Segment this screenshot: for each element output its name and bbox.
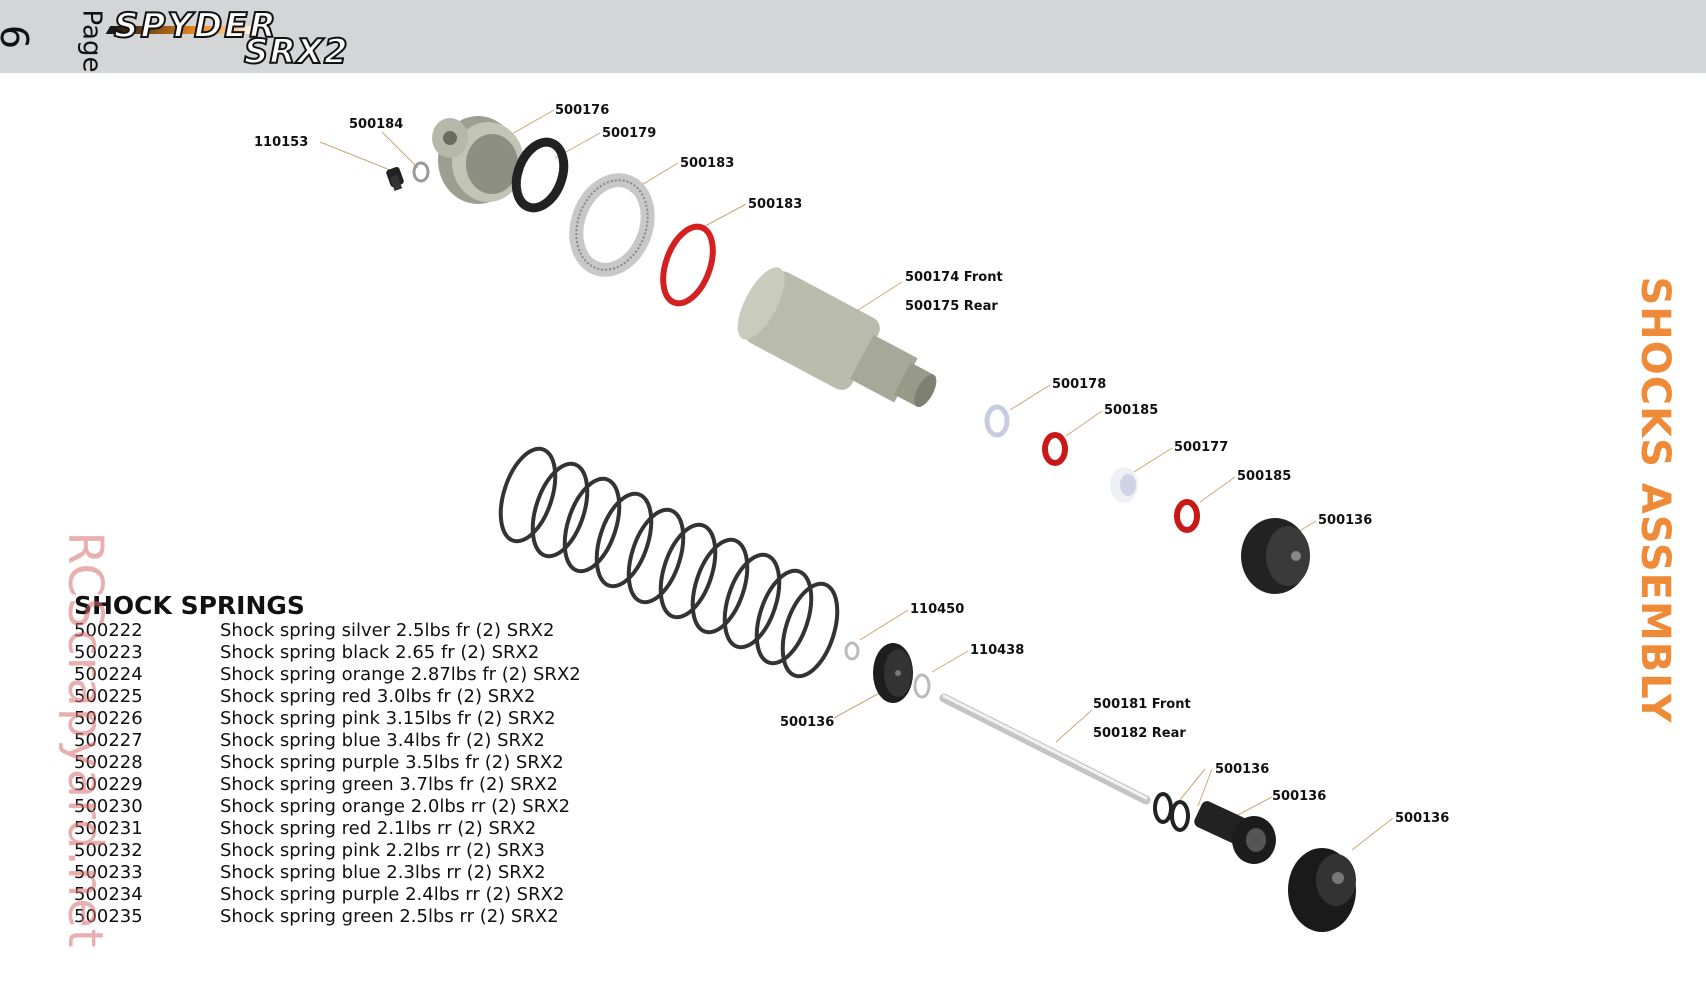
spring-row: 500230 Shock spring orange 2.0lbs rr (2) … xyxy=(74,796,581,818)
spring-description: Shock spring blue 2.3lbs rr (2) SRX2 xyxy=(220,862,546,883)
spring-part-number: 500234 xyxy=(74,884,143,905)
spring-part-number: 500222 xyxy=(74,620,143,641)
spring-row: 500231 Shock spring red 2.1lbs rr (2) SRX… xyxy=(74,818,581,840)
label-110450: 110450 xyxy=(910,602,964,617)
shock-springs-list: SHOCK SPRINGS 500222 Shock spring silver … xyxy=(74,592,581,928)
spring-part-number: 500228 xyxy=(74,752,143,773)
washer-icon xyxy=(412,161,430,183)
spring-row: 500222 Shock spring silver 2.5lbs fr (2) … xyxy=(74,620,581,642)
red-oring-small-icon xyxy=(1042,432,1068,466)
spring-part-number: 500229 xyxy=(74,774,143,795)
seal-spacer-icon xyxy=(1110,467,1138,503)
label-500136-a: 500136 xyxy=(1318,513,1372,528)
shaft-oring-icon xyxy=(1153,792,1173,824)
logo-line1: SPYDER xyxy=(113,5,278,47)
label-500175-rear: 500175 Rear xyxy=(905,299,998,314)
spring-row: 500225 Shock spring red 3.0lbs fr (2) SRX… xyxy=(74,686,581,708)
spring-part-number: 500231 xyxy=(74,818,143,839)
shock-cap-icon xyxy=(432,116,524,204)
spring-part-number: 500232 xyxy=(74,840,143,861)
spring-description: Shock spring blue 3.4lbs fr (2) SRX2 xyxy=(220,730,545,751)
spring-description: Shock spring pink 3.15lbs fr (2) SRX2 xyxy=(220,708,556,729)
spring-row: 500224 Shock spring orange 2.87lbs fr (2)… xyxy=(74,664,581,686)
spring-description: Shock spring black 2.65 fr (2) SRX2 xyxy=(220,642,540,663)
spring-row: 500223 Shock spring black 2.65 fr (2) SRX… xyxy=(74,642,581,664)
red-oring-small-icon xyxy=(1174,499,1200,533)
label-500136-b: 500136 xyxy=(780,715,834,730)
spring-description: Shock spring silver 2.5lbs fr (2) SRX2 xyxy=(220,620,555,641)
spring-part-number: 500233 xyxy=(74,862,143,883)
label-500136-e: 500136 xyxy=(1395,811,1449,826)
label-500178: 500178 xyxy=(1052,377,1106,392)
label-500136-d: 500136 xyxy=(1272,789,1326,804)
header-band xyxy=(0,0,1706,73)
rod-end-icon xyxy=(1194,801,1276,864)
ball-cup-icon xyxy=(1288,848,1356,932)
spring-description: Shock spring red 2.1lbs rr (2) SRX2 xyxy=(220,818,537,839)
spring-description: Shock spring orange 2.87lbs fr (2) SRX2 xyxy=(220,664,581,685)
spring-row: 500233 Shock spring blue 2.3lbs rr (2) SR… xyxy=(74,862,581,884)
spring-description: Shock spring pink 2.2lbs rr (2) SRX3 xyxy=(220,840,545,861)
label-500183-b: 500183 xyxy=(748,197,802,212)
red-oring-large-icon xyxy=(660,223,716,307)
spyder-srx2-logo: SPYDER SRX2 xyxy=(105,5,349,73)
white-bushing-icon xyxy=(984,404,1010,438)
shock-spring-icon xyxy=(498,446,840,679)
spring-rows: 500222 Shock spring silver 2.5lbs fr (2) … xyxy=(74,620,581,928)
piston-retainer-icon xyxy=(913,673,931,699)
spring-part-number: 500224 xyxy=(74,664,143,685)
spring-part-number: 500235 xyxy=(74,906,143,927)
label-500182-rear: 500182 Rear xyxy=(1093,726,1186,741)
piston-icon xyxy=(873,643,913,703)
spring-description: Shock spring orange 2.0lbs rr (2) SRX2 xyxy=(220,796,571,817)
spring-row: 500228 Shock spring purple 3.5lbs fr (2) … xyxy=(74,752,581,774)
spring-description: Shock spring purple 2.4lbs rr (2) SRX2 xyxy=(220,884,565,905)
logo-line2: SRX2 xyxy=(243,31,349,73)
spring-row: 500234 Shock spring purple 2.4lbs rr (2) … xyxy=(74,884,581,906)
spring-part-number: 500230 xyxy=(74,796,143,817)
spring-part-number: 500227 xyxy=(74,730,143,751)
cap-screw-icon xyxy=(386,166,404,191)
watermark: RCScrapyard.net xyxy=(57,531,113,949)
label-500181-front: 500181 Front xyxy=(1093,697,1191,712)
shock-bottom-cap-icon xyxy=(1241,518,1310,594)
spring-description: Shock spring red 3.0lbs fr (2) SRX2 xyxy=(220,686,536,707)
spring-row: 500229 Shock spring green 3.7lbs fr (2) S… xyxy=(74,774,581,796)
shock-springs-title: SHOCK SPRINGS xyxy=(74,591,305,620)
shock-body-icon xyxy=(737,267,937,408)
spring-row: 500227 Shock spring blue 3.4lbs fr (2) SR… xyxy=(74,730,581,752)
label-500177: 500177 xyxy=(1174,440,1228,455)
label-500183-a: 500183 xyxy=(680,156,734,171)
label-110153: 110153 xyxy=(254,135,308,150)
label-500176: 500176 xyxy=(555,103,609,118)
spring-part-number: 500223 xyxy=(74,642,143,663)
spring-part-number: 500226 xyxy=(74,708,143,729)
black-oring-icon xyxy=(511,137,569,213)
shaft-oring-icon xyxy=(1170,800,1190,832)
piston-washer-icon xyxy=(844,641,860,661)
spring-description: Shock spring purple 3.5lbs fr (2) SRX2 xyxy=(220,752,564,773)
spring-row: 500226 Shock spring pink 3.15lbs fr (2) S… xyxy=(74,708,581,730)
label-500136-c: 500136 xyxy=(1215,762,1269,777)
spring-part-number: 500225 xyxy=(74,686,143,707)
spring-description: Shock spring green 2.5lbs rr (2) SRX2 xyxy=(220,906,559,927)
part-labels: 110153 500184 500176 500179 500183 50018… xyxy=(254,103,1449,826)
shock-shaft-icon xyxy=(939,693,1151,805)
spring-collar-icon xyxy=(569,173,655,277)
label-500184: 500184 xyxy=(349,117,403,132)
label-500179: 500179 xyxy=(602,126,656,141)
label-110438: 110438 xyxy=(970,643,1024,658)
label-500174-front: 500174 Front xyxy=(905,270,1003,285)
label-500185-b: 500185 xyxy=(1237,469,1291,484)
spring-row: 500232 Shock spring pink 2.2lbs rr (2) SR… xyxy=(74,840,581,862)
spring-row: 500235 Shock spring green 2.5lbs rr (2) S… xyxy=(74,906,581,928)
label-500185-a: 500185 xyxy=(1104,403,1158,418)
spring-description: Shock spring green 3.7lbs fr (2) SRX2 xyxy=(220,774,558,795)
